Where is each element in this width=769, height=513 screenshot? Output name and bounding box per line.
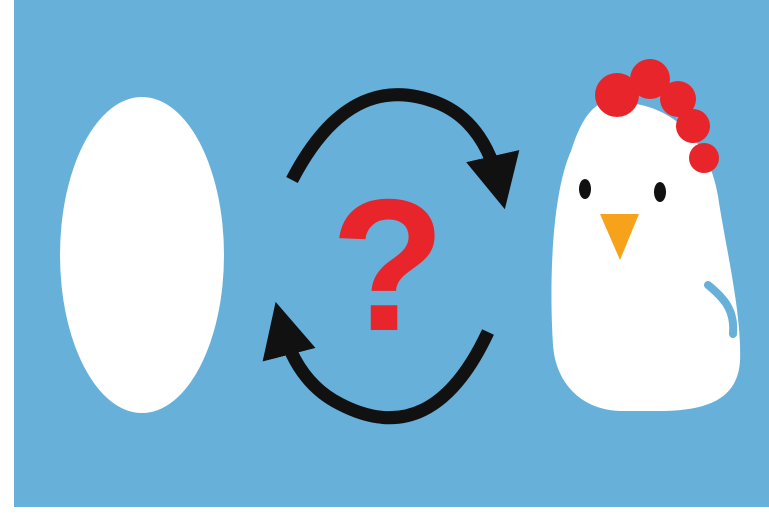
chicken-right-eye bbox=[654, 182, 666, 202]
egg-icon bbox=[60, 97, 224, 413]
chicken-icon bbox=[551, 59, 740, 411]
question-mark-icon: ? bbox=[331, 160, 446, 370]
chicken-left-eye bbox=[579, 179, 591, 199]
